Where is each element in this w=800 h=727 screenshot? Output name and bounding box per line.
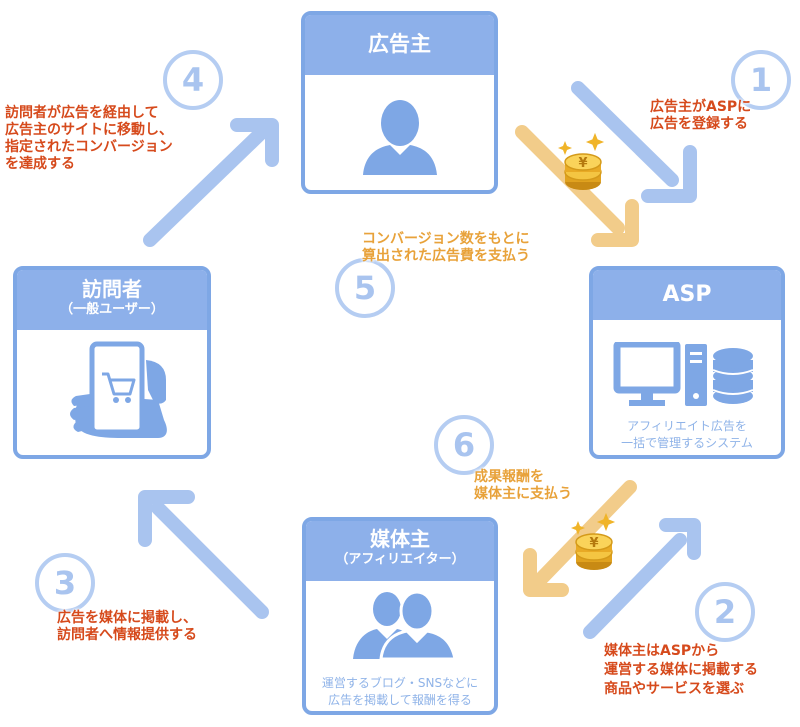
- step-4-number: 4: [163, 50, 223, 110]
- advertiser-title: 広告主: [305, 15, 494, 75]
- step-5-text: コンバージョン数をもとに 算出された広告費を支払う: [362, 231, 530, 264]
- smartphone-shopping-icon: [70, 341, 167, 438]
- two-people-icon: [353, 590, 457, 659]
- person-icon: [363, 100, 437, 175]
- asp-title: ASP: [593, 270, 781, 320]
- coin-icon-lower: ¥: [571, 512, 616, 571]
- step-6-number: 6: [434, 415, 494, 475]
- svg-text:¥: ¥: [589, 536, 598, 551]
- step-2-text: 媒体主はASPから 運営する媒体に掲載する 商品やサービスを選ぶ: [604, 643, 758, 697]
- visitor-title: 訪問者 （一般ユーザー）: [17, 270, 207, 330]
- step-4-text: 訪問者が広告を経由して 広告主のサイトに移動し、 指定されたコンバージョン を達…: [5, 105, 173, 172]
- step-6-text: 成果報酬を 媒体主に支払う: [474, 469, 572, 502]
- arrow-step-6: [523, 480, 637, 597]
- arrow-step-3: [138, 490, 269, 619]
- step-3-number: 3: [35, 553, 95, 613]
- step-5-number: 5: [335, 258, 395, 318]
- coin-icon-upper: ¥: [558, 132, 605, 191]
- arrow-step-2: [583, 518, 701, 639]
- step-1-text: 広告主がASPに 広告を登録する: [650, 99, 752, 132]
- svg-text:¥: ¥: [578, 156, 587, 171]
- step-3-text: 広告を媒体に掲載し、 訪問者へ情報提供する: [57, 610, 197, 643]
- step-1-number: 1: [731, 50, 791, 110]
- advertiser-node: 広告主: [301, 11, 498, 194]
- media-title: 媒体主 （アフィリエイター）: [306, 521, 494, 581]
- media-description: 運営するブログ・SNSなどに 広告を掲載して報酬を得る: [321, 676, 479, 707]
- asp-node: ASP アフィリエイト広告を 一括で管理するシステム: [589, 266, 785, 459]
- arrow-step-4: [143, 118, 279, 247]
- media-node: 媒体主 （アフィリエイター） 運営するブログ・SNSなどに 広告を掲載して報酬を…: [302, 517, 498, 715]
- computer-server-icon: [613, 342, 754, 406]
- arrow-step-1: [571, 81, 697, 203]
- visitor-node: 訪問者 （一般ユーザー）: [13, 266, 211, 459]
- asp-description: アフィリエイト広告を 一括で管理するシステム: [621, 419, 753, 450]
- step-2-number: 2: [695, 582, 755, 642]
